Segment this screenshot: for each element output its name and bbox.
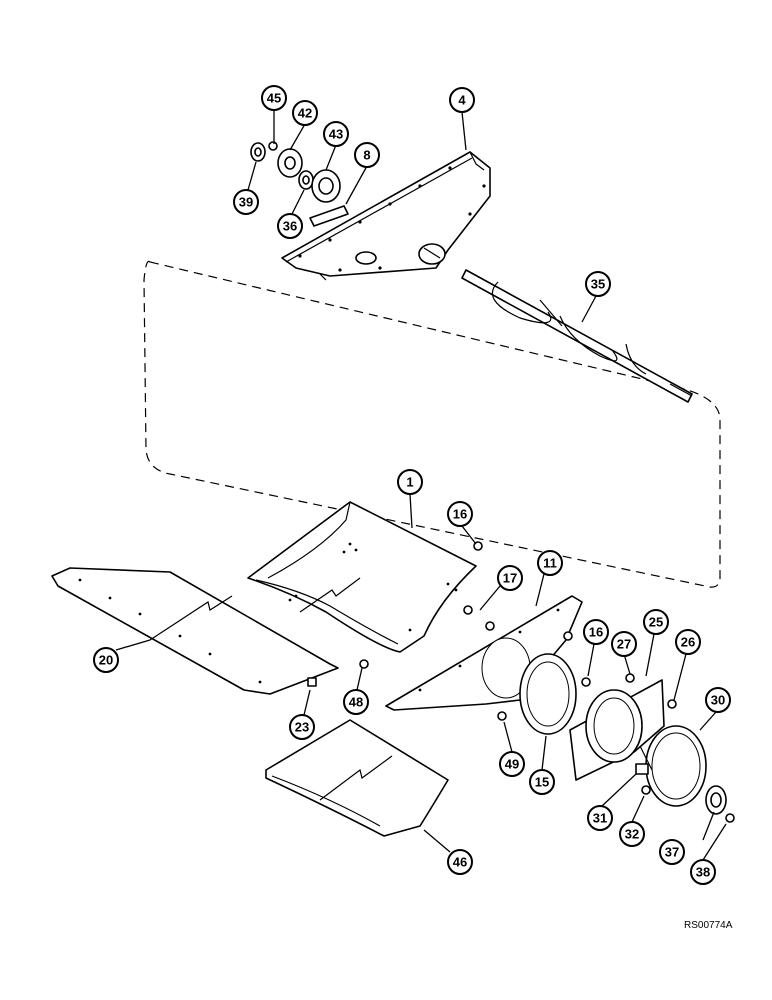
callout-20: 20 [93,647,119,673]
svg-text:26: 26 [681,635,695,650]
svg-text:11: 11 [543,556,557,571]
small-hardware [307,541,735,823]
callout-45: 45 [261,85,287,111]
callout-30: 30 [705,687,731,713]
svg-text:38: 38 [696,865,710,880]
bearing-hardware-stack [250,141,349,227]
svg-text:15: 15 [535,775,549,790]
callout-23: 23 [289,714,315,740]
dashed-assembly-outline [143,260,721,588]
part-15-seal-ring [519,653,577,735]
svg-text:23: 23 [295,720,309,735]
svg-text:49: 49 [505,757,519,772]
svg-text:45: 45 [267,91,281,106]
callout-32: 32 [619,821,645,847]
svg-text:25: 25 [649,615,663,630]
figure-reference-code: RS00774A [684,920,733,931]
callout-46: 46 [447,849,473,875]
svg-text:30: 30 [711,693,725,708]
callout-42: 42 [292,100,318,126]
callout-26: 26 [675,629,701,655]
callout-1: 1 [397,469,423,495]
svg-text:8: 8 [363,148,370,163]
callout-48: 48 [343,689,369,715]
part-11-end-plate [385,595,583,711]
callout-4: 4 [449,87,475,113]
svg-text:27: 27 [617,637,631,652]
callout-31: 31 [587,805,613,831]
svg-text:4: 4 [458,93,466,108]
svg-text:39: 39 [239,195,253,210]
svg-text:20: 20 [99,653,113,668]
callout-17: 17 [497,565,523,591]
callout-36: 36 [277,213,303,239]
part-1-upper-trough [247,501,477,653]
callout-15: 15 [529,769,555,795]
callout-35: 35 [585,271,611,297]
part-37-bearing [705,785,727,815]
svg-text:31: 31 [593,811,607,826]
part-4-upper-side-plate [281,151,491,281]
part-46-lower-trough [265,719,449,837]
part-35-auger [461,269,693,403]
callout-37: 37 [659,839,685,865]
svg-text:42: 42 [298,106,312,121]
part-25-housing [569,679,665,781]
callout-25: 25 [643,609,669,635]
svg-text:43: 43 [329,127,343,142]
leader-lines [115,110,727,861]
svg-text:35: 35 [591,277,605,292]
svg-text:1: 1 [406,475,413,490]
svg-text:48: 48 [349,695,363,710]
svg-text:32: 32 [625,827,639,842]
callout-27: 27 [611,631,637,657]
part-20-trough-plate [51,567,339,695]
svg-text:16: 16 [589,625,603,640]
svg-text:37: 37 [665,845,679,860]
callout-39: 39 [233,189,259,215]
svg-text:17: 17 [503,571,517,586]
callout-49: 49 [499,751,525,777]
svg-text:46: 46 [453,855,467,870]
callout-38: 38 [690,859,716,885]
callout-11: 11 [537,550,563,576]
callout-16: 16 [447,501,473,527]
callout-8: 8 [354,142,380,168]
svg-text:36: 36 [283,219,297,234]
callout-43: 43 [323,121,349,147]
svg-text:16: 16 [453,507,467,522]
callout-16-lower: 16 [583,619,609,645]
